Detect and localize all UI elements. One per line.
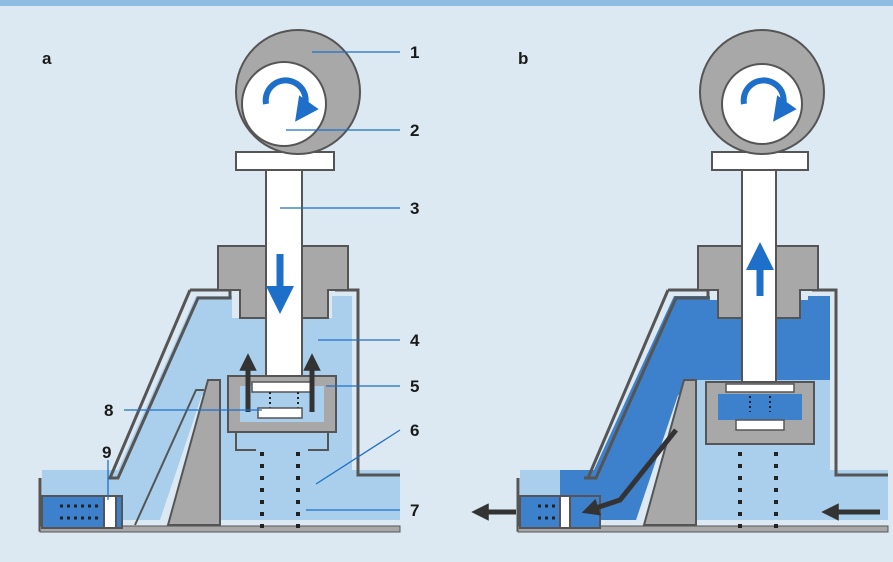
valve-disc-closed-b (735, 419, 785, 431)
callout-2: 2 (410, 121, 419, 140)
outlet-valve (103, 495, 117, 529)
main-spring-b (738, 452, 778, 528)
housing-base-b (517, 525, 889, 533)
housing-wall-right-b (812, 288, 888, 477)
rib-right (308, 431, 336, 451)
roller (241, 61, 327, 147)
tappet-plate (235, 151, 335, 171)
roller-b (721, 63, 803, 145)
channel-wedge-b (642, 379, 697, 526)
panel-b-label: b (518, 49, 528, 68)
plunger (265, 169, 303, 383)
callout-7: 7 (410, 501, 419, 520)
outlet-channel-frame (41, 495, 123, 529)
panel-a-label: a (42, 49, 52, 68)
callout-5: 5 (410, 377, 419, 396)
callout-4: 4 (410, 331, 420, 350)
housing-wall-slant-b (586, 289, 670, 479)
channel-inner-wall (134, 389, 204, 526)
panel-a: a (38, 29, 420, 533)
panel-b: b (471, 29, 889, 533)
valve-chamber-b (718, 394, 802, 420)
callout-1: 1 (410, 43, 419, 62)
valve-disc (257, 407, 303, 419)
rib-left (228, 431, 256, 451)
rotation-arrow-b-icon (740, 77, 797, 122)
delivery-flow-arrow-icon (581, 428, 678, 516)
rotation-arrow-icon (262, 77, 319, 122)
top-border (0, 0, 893, 6)
callout-8: 8 (104, 401, 113, 420)
main-spring (260, 452, 300, 528)
callout-3: 3 (410, 199, 419, 218)
callout-9: 9 (102, 443, 111, 462)
valve-seat (251, 381, 313, 393)
outlet-valve-open-b (559, 495, 571, 529)
callout-6: 6 (410, 421, 419, 440)
leader-lines-a (107, 51, 401, 511)
channel-wedge (166, 379, 221, 526)
housing-wall-slant (108, 289, 192, 479)
valve-seat-b (725, 383, 795, 393)
